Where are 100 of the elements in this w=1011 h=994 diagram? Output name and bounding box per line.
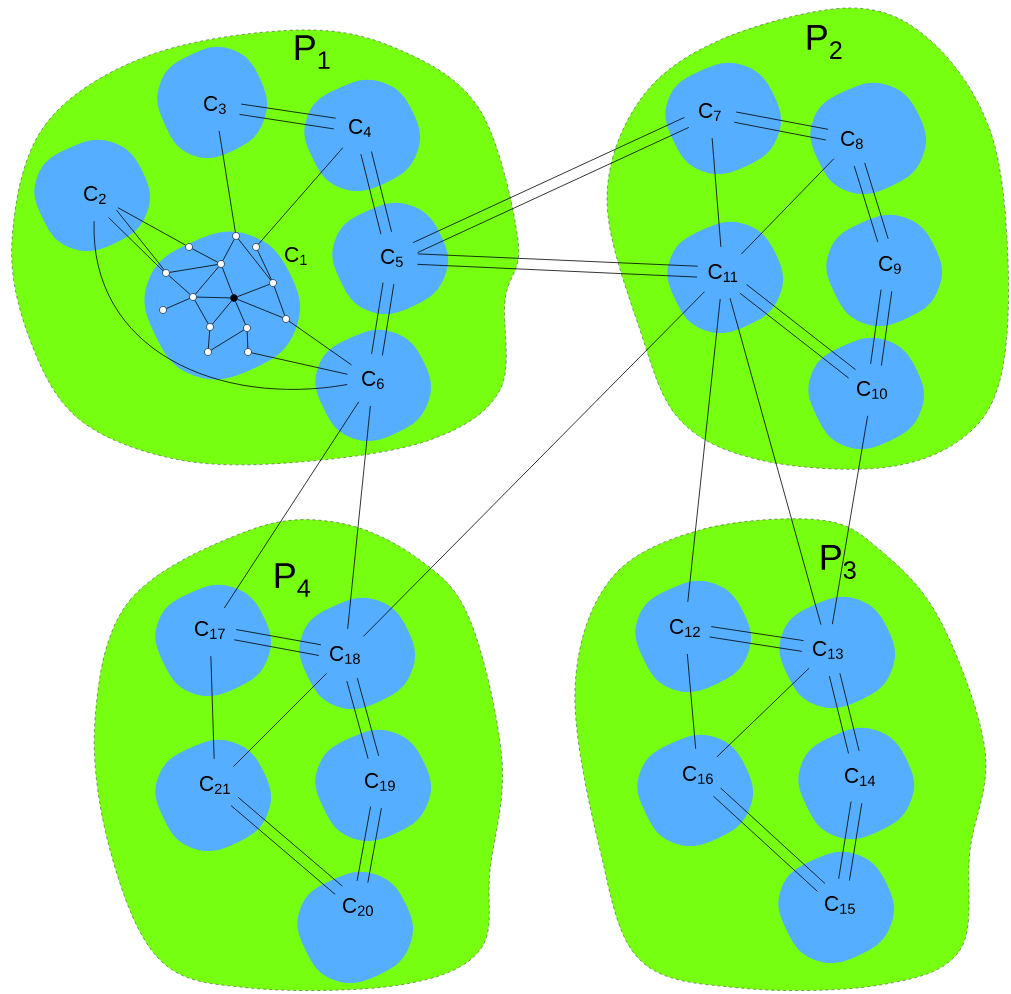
connection-line [196,296,231,299]
connection-line [288,320,352,366]
cluster-blob: C$_{12}$ [635,580,752,693]
connection-line [93,220,348,390]
connection-line [716,667,810,758]
cluster-blob: C$_{14}$ [798,727,915,840]
connection-line [739,292,850,379]
connection-line [237,238,272,281]
connection-line [257,250,272,280]
connection-line [212,300,232,325]
connection-line [356,806,371,882]
connection-line [117,207,187,246]
connection-line [251,352,348,375]
connection-line [735,111,829,130]
connection-line [169,264,218,273]
connection-line [864,162,889,240]
connection-line [221,267,234,295]
connection-line [273,286,286,316]
connection-line [371,151,392,233]
cluster-blob: C$_{15}$ [778,851,895,964]
connection-line [356,677,380,757]
connection-line [108,217,164,272]
connection-line [733,121,827,141]
connection-line [237,796,343,887]
graph-vertex [189,293,197,301]
connection-line [711,137,722,248]
connection-line [210,329,245,351]
connection-line [258,147,344,245]
connection-line [230,805,336,895]
connection-line [233,673,327,767]
connection-line [239,113,335,130]
connection-line [839,672,860,752]
connection-line [729,297,822,626]
graph-vertex [232,232,240,240]
connection-line [832,415,869,625]
cluster-blob: C$_{16}$ [637,734,754,847]
cluster-blob: C$_{2}$ [34,139,151,252]
graph-vertex [159,306,167,314]
graph-vertex [217,260,225,268]
graph-vertex [282,315,290,323]
cluster-blob: C$_{6}$ [315,329,432,442]
connection-line [223,401,360,609]
connection-line [713,795,818,892]
graph-vertex [204,348,212,356]
connection-line [360,153,382,235]
graph-vertex [252,243,260,251]
connection-line [166,298,190,309]
connection-line [235,629,322,646]
connection-line [686,653,697,750]
connection-line [347,405,371,630]
connection-line [346,680,369,760]
graph-vertex [243,324,251,332]
connection-line [829,675,849,754]
connection-line [367,807,382,884]
connection-line [233,639,320,656]
connection-line [881,290,893,366]
cluster-blob: C$_{11}$ [667,221,784,334]
connection-line [210,655,215,760]
connection-line [687,298,721,603]
cluster-blob: C$_{20}$ [297,871,414,984]
connection-line [740,158,835,255]
cluster-blob: C$_{10}$ [808,337,925,450]
graph-vertex [185,243,193,251]
connection-line [363,291,705,637]
cluster-blob: C$_{3}$ [157,46,268,159]
connection-line [746,284,856,371]
connection-line [412,117,685,243]
connection-line [237,283,270,298]
cluster-blob: C$_{7}$ [665,62,782,175]
connection-line [710,626,804,641]
graph-vertex [269,279,277,287]
connection-line [237,299,283,318]
graph-vertex [230,294,238,302]
connection-line [870,289,882,365]
graph-vertex [206,323,214,331]
connection-line [709,636,803,652]
connection-line [207,330,211,349]
graph-vertex [162,269,170,277]
connection-line [194,299,209,325]
connection-line [116,209,165,271]
cluster-blob: C$_{9}$ [826,214,943,327]
connection-line [235,301,246,325]
connection-line [417,253,699,267]
connection-line [222,238,235,262]
connection-line [195,266,219,295]
cluster-blob: C$_{8}$ [810,82,927,195]
cluster-blob: C$_{19}$ [315,729,432,842]
connection-line [240,103,337,119]
graph-vertex [244,348,252,356]
connection-line [849,802,863,881]
connection-line [382,283,395,356]
connection-line [417,263,698,278]
connection-line [371,282,384,355]
connection-line [417,127,690,253]
connection-line [720,787,826,884]
connection-line [838,801,852,880]
cluster-blob: C$_{18}$ [299,597,416,710]
connection-line [246,331,249,349]
connection-line [853,165,879,243]
connection-line [168,275,191,295]
